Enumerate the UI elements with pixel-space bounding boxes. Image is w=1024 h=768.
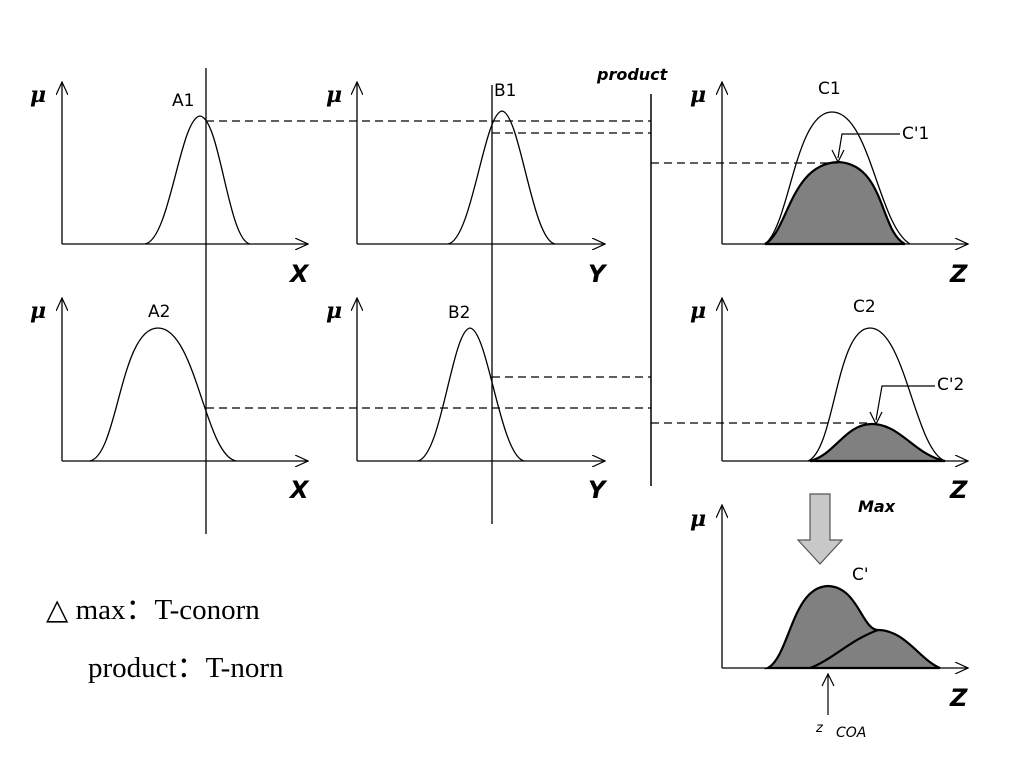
b1-label: B1 [494, 81, 516, 101]
b2-mu-label: μ [326, 298, 342, 324]
c1-prime-leader [837, 133, 900, 159]
legend-product-def: T-norn [205, 652, 284, 684]
c1-mu-label: μ [690, 82, 706, 108]
legend-max-sep: ： [125, 594, 155, 626]
a2-label: A2 [148, 302, 170, 322]
c2-prime-label: C'2 [937, 375, 964, 395]
c1-prime-area [764, 160, 906, 246]
c1-label: C1 [818, 79, 841, 99]
a2-curve [89, 327, 237, 462]
a2-mu-label: μ [30, 298, 46, 324]
legend-product-sep: ： [176, 652, 206, 684]
b1-mu-label: μ [326, 82, 342, 108]
c1-curve [764, 111, 911, 245]
dashed-guides [206, 120, 872, 424]
zcoa-pointer-head [821, 672, 835, 687]
c2-label: C2 [853, 297, 876, 317]
legend-max-line: △ max：T-conorn [46, 586, 260, 628]
c1-z-label: Z [949, 260, 968, 288]
zcoa-coa-label: COA [836, 725, 866, 741]
cp-mu-label: μ [690, 506, 706, 532]
c1-prime-leader-arrow [831, 149, 845, 164]
panel-b1: B1 μ Y [326, 81, 608, 288]
cp-z-label: Z [949, 684, 968, 712]
panel-c2: C2 C'2 μ Z [690, 297, 968, 504]
b2-y-label: Y [588, 476, 608, 504]
c2-curve [807, 327, 946, 462]
b1-y-label: Y [588, 260, 608, 288]
c-prime-label: C' [852, 565, 869, 585]
a1-mu-label: μ [30, 82, 46, 108]
c-prime-overlap-curve [809, 628, 879, 670]
panel-c1: C1 C'1 μ Z [690, 79, 968, 288]
c1-prime-label: C'1 [902, 124, 929, 144]
c2-prime-area [809, 422, 946, 463]
panel-b2: B2 μ Y [326, 298, 608, 504]
panel-a1: A1 μ X [30, 82, 310, 288]
b2-label: B2 [448, 303, 470, 323]
product-label: product [596, 65, 669, 84]
zcoa-z-label: z [815, 721, 824, 736]
legend-product-term: product [88, 652, 177, 684]
max-label: Max [858, 497, 896, 516]
c2-prime-leader-arrow [869, 411, 883, 426]
c2-z-label: Z [949, 476, 968, 504]
a1-curve [144, 115, 251, 245]
b2-curve [417, 327, 525, 462]
a1-label: A1 [172, 91, 194, 111]
b1-curve [447, 110, 556, 245]
panel-c-prime: C' μ Z z COA [690, 505, 968, 741]
a2-x-label: X [288, 476, 310, 504]
legend-max-def: T-conorn [154, 594, 260, 626]
c-prime-area [763, 584, 941, 670]
legend-product-line: product：T-norn [88, 644, 283, 686]
triangle-icon: △ [46, 594, 69, 626]
max-down-arrow [796, 493, 844, 565]
c2-mu-label: μ [690, 298, 706, 324]
panel-a2: A2 μ X [30, 298, 310, 504]
legend-max-term: max [75, 594, 126, 626]
c2-prime-leader [875, 385, 935, 421]
a1-x-label: X [288, 260, 310, 288]
